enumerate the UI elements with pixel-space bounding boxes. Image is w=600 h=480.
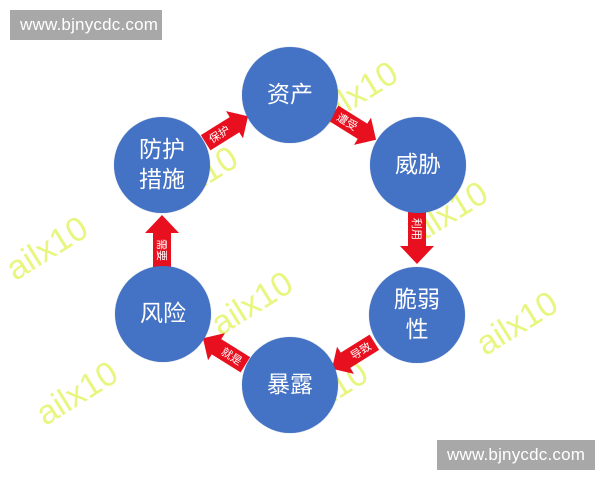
node-threat: 威胁 [370,117,466,213]
arrow-protect: 保护 [200,111,249,151]
site-url-badge-bottom: www.bjnycdc.com [437,440,595,470]
site-url-badge-top: www.bjnycdc.com [10,10,162,40]
node-asset: 资产 [242,47,338,143]
arrow-cause: 导致 [331,334,380,374]
node-exposure: 暴露 [242,337,338,433]
arrow-need: 需要 [145,215,179,267]
arrow-label-need: 需要 [155,239,168,261]
arrow-is: 就是 [202,333,251,373]
node-protection: 防护 措施 [114,117,210,213]
arrow-exploit: 利用 [400,212,434,264]
arrow-label-exploit: 利用 [410,218,423,240]
node-risk: 风险 [115,266,211,362]
arrow-suffer: 遭受 [328,105,377,145]
node-vulnerability: 脆弱 性 [369,267,465,363]
